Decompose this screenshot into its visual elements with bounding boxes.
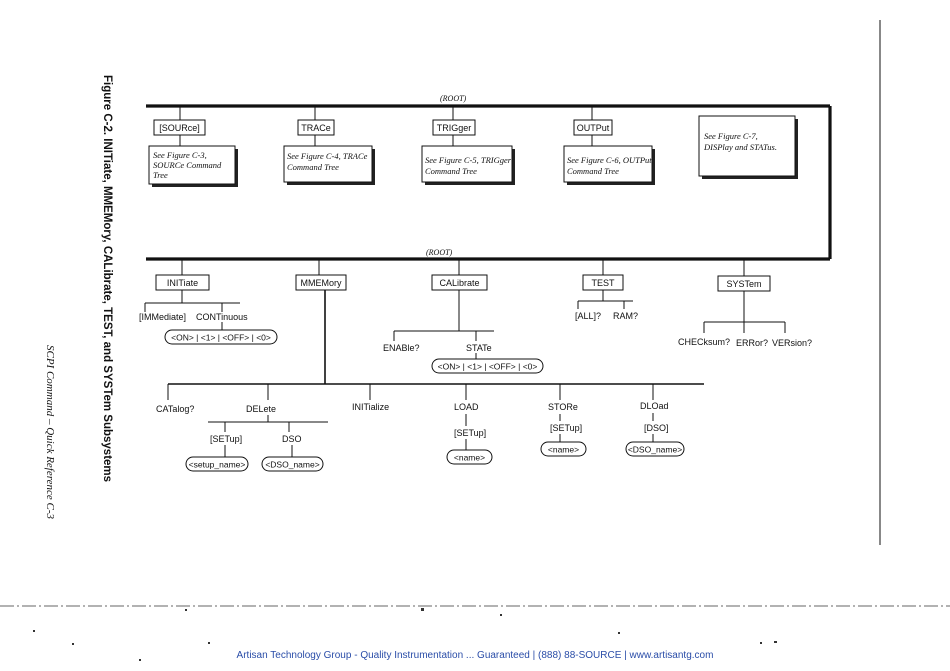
state-label: STATe <box>466 343 492 353</box>
svg-text:OUTPut: OUTPut <box>577 123 610 133</box>
source-see-figure-note: See Figure C-3, SOURCe Command Tree <box>148 145 238 187</box>
continuous-values: <ON> | <1> | <OFF> | <0> <box>164 329 278 345</box>
footer-banner: Artisan Technology Group - Quality Instr… <box>236 650 714 661</box>
version-label: VERsion? <box>772 338 812 348</box>
initialize-label: INITialize <box>352 402 389 412</box>
setup-name-param: <setup_name> <box>185 456 249 472</box>
output-node: OUTPut <box>573 119 613 136</box>
svg-text:Tree: Tree <box>153 170 168 180</box>
all-label: [ALL]? <box>575 311 601 321</box>
svg-text:Command Tree: Command Tree <box>567 166 619 176</box>
svg-text:INITiate: INITiate <box>167 278 198 288</box>
test-node: TEST <box>582 274 624 291</box>
svg-text:<name>: <name> <box>454 453 485 463</box>
scan-specks <box>33 608 777 661</box>
delete-setup-label: [SETup] <box>210 434 242 444</box>
svg-text:Command Tree: Command Tree <box>287 162 339 172</box>
enable-label: ENABle? <box>383 343 420 353</box>
root-label-bottom: (ROOT) <box>426 248 453 257</box>
svg-text:CALibrate: CALibrate <box>439 278 479 288</box>
svg-text:See Figure C-3,: See Figure C-3, <box>153 150 207 160</box>
output-see-figure-note: See Figure C-6, OUTPut Command Tree <box>563 145 655 185</box>
svg-text:MMEMory: MMEMory <box>301 278 342 288</box>
svg-text:SOURCe Command: SOURCe Command <box>153 160 222 170</box>
trigger-see-figure-note: See Figure C-5, TRIGger Command Tree <box>421 145 515 185</box>
svg-text:DISPlay and STATus.: DISPlay and STATus. <box>703 142 777 152</box>
source-node: [SOURce] <box>153 119 206 136</box>
svg-text:See Figure C-6, OUTPut: See Figure C-6, OUTPut <box>567 155 652 165</box>
svg-text:[SOURce]: [SOURce] <box>159 123 200 133</box>
svg-text:<ON> | <1> | <OFF> | <0>: <ON> | <1> | <OFF> | <0> <box>171 333 271 343</box>
dso-name-param: <DSO_name> <box>261 456 324 472</box>
dload-label: DLOad <box>640 401 669 411</box>
svg-text:See Figure C-5, TRIGger: See Figure C-5, TRIGger <box>425 155 512 165</box>
delete-dso-label: DSO <box>282 434 302 444</box>
display-status-see-figure-note: See Figure C-7, DISPlay and STATus. <box>698 115 798 179</box>
store-setup-label: [SETup] <box>550 423 582 433</box>
state-values: <ON> | <1> | <OFF> | <0> <box>431 358 544 374</box>
immediate-label: [IMMediate] <box>139 312 186 322</box>
svg-text:Command Tree: Command Tree <box>425 166 477 176</box>
trace-node: TRACe <box>297 119 335 136</box>
trigger-node: TRIGger <box>432 119 476 136</box>
catalog-label: CATalog? <box>156 404 194 414</box>
page-footer: SCPI Command – Quick Reference C-3 <box>44 345 56 520</box>
error-label: ERRor? <box>736 338 768 348</box>
figure-caption: Figure C-2. INITiate, MMEMory, CALibrate… <box>101 75 113 482</box>
system-node: SYSTem <box>717 275 771 292</box>
store-name-param: <name> <box>540 441 587 457</box>
svg-text:<DSO_name>: <DSO_name> <box>265 460 319 470</box>
store-label: STORe <box>548 402 578 412</box>
svg-text:TEST: TEST <box>591 278 615 288</box>
load-name-param: <name> <box>446 449 493 465</box>
svg-text:See Figure C-4, TRACe: See Figure C-4, TRACe <box>287 151 368 161</box>
ram-label: RAM? <box>613 311 638 321</box>
trace-see-figure-note: See Figure C-4, TRACe Command Tree <box>283 145 375 185</box>
delete-label: DELete <box>246 404 276 414</box>
svg-text:<ON> | <1> | <OFF> | <0>: <ON> | <1> | <OFF> | <0> <box>438 362 538 372</box>
load-label: LOAD <box>454 402 479 412</box>
root-label-top: (ROOT) <box>440 94 467 103</box>
dload-name-param: <DSO_name> <box>625 441 685 457</box>
mmemory-node: MMEMory <box>295 274 347 291</box>
calibrate-node: CALibrate <box>431 274 488 291</box>
checksum-label: CHECksum? <box>678 337 730 347</box>
svg-text:SYSTem: SYSTem <box>726 279 761 289</box>
load-setup-label: [SETup] <box>454 428 486 438</box>
svg-text:<DSO_name>: <DSO_name> <box>628 445 682 455</box>
initiate-node: INITiate <box>155 274 210 291</box>
svg-text:TRIGger: TRIGger <box>437 123 472 133</box>
dload-dso-label: [DSO] <box>644 423 669 433</box>
svg-text:TRACe: TRACe <box>301 123 331 133</box>
svg-text:<setup_name>: <setup_name> <box>189 460 246 470</box>
svg-text:See Figure C-7,: See Figure C-7, <box>704 131 758 141</box>
svg-text:<name>: <name> <box>548 445 579 455</box>
continuous-label: CONTinuous <box>196 312 248 322</box>
